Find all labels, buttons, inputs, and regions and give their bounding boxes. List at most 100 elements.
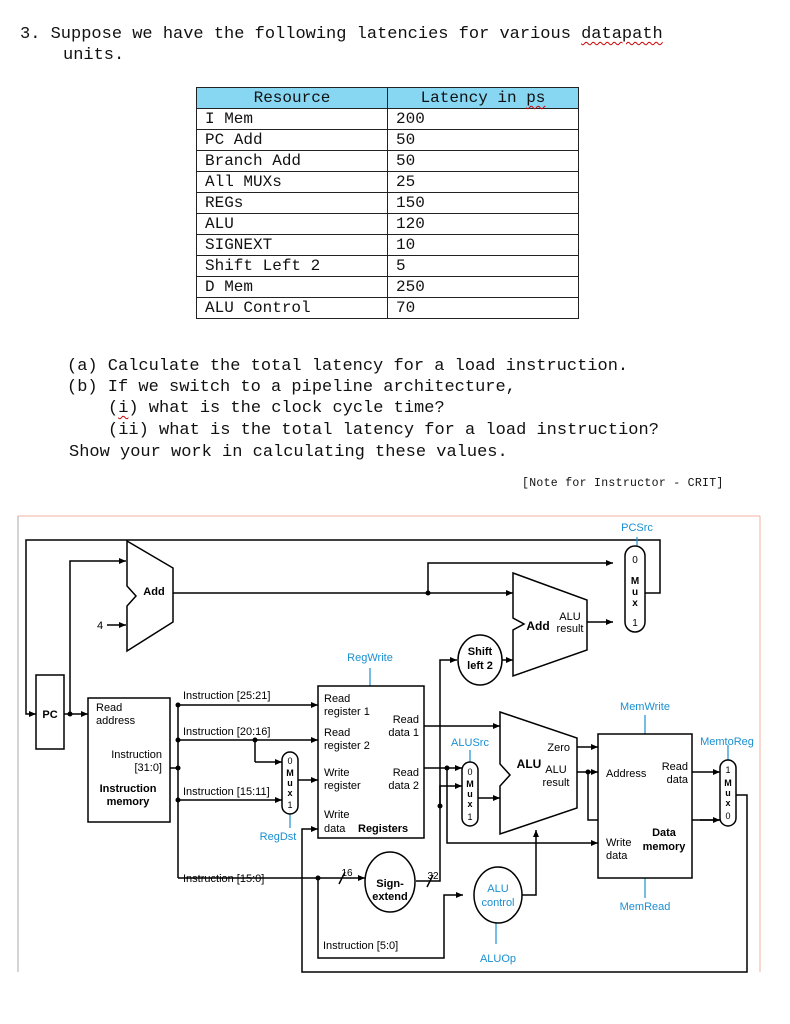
part-b-i: (i) what is the clock cycle time?	[108, 398, 445, 419]
pcsrc-label: PCSrc	[621, 522, 653, 534]
dm-read-1: Read	[662, 761, 688, 773]
pcsrc-mux	[624, 545, 646, 633]
reg-write-data-b: data	[324, 823, 346, 835]
data-memory	[597, 733, 693, 879]
imem-instruction: Instruction	[111, 749, 162, 761]
dm-write-1: Write	[606, 837, 631, 849]
imem-name-2: memory	[107, 796, 151, 808]
alu-result-2: result	[543, 777, 570, 789]
alusrc-label: ALUSrc	[451, 737, 489, 749]
dm-name-1: Data	[652, 827, 677, 839]
memtoreg-mux-0: 0	[725, 811, 730, 821]
main-alu	[499, 710, 578, 836]
resource-cell: Shift Left 2	[196, 255, 388, 277]
bits-16: 16	[341, 868, 353, 879]
branch-adder-alu: ALU	[559, 611, 580, 623]
pcsrc-mux-x: x	[632, 598, 638, 609]
reg-read-reg1-b: register 1	[324, 706, 370, 718]
alu-result-1: ALU	[545, 764, 566, 776]
regdst-mux-1: 1	[287, 800, 292, 810]
memtoreg-mux-x: x	[725, 798, 730, 808]
sign-extend	[364, 851, 416, 913]
bits-32: 32	[427, 871, 439, 882]
pc-label: PC	[42, 709, 57, 721]
regdst-mux	[281, 751, 299, 815]
regdst-mux-x: x	[287, 788, 292, 798]
part-b-i-open: (	[108, 399, 119, 418]
alusrc-mux-1: 1	[467, 812, 472, 822]
memtoreg-mux-m: M	[724, 778, 732, 788]
regwrite-label: RegWrite	[347, 652, 393, 664]
aluop-label: ALUOp	[480, 953, 516, 965]
question-intro-text: Suppose we have the following latencies …	[50, 25, 582, 44]
alusrc-mux-0: 0	[467, 767, 472, 777]
pcsrc-mux-u: u	[632, 587, 638, 598]
resource-cell: All MUXs	[196, 171, 388, 193]
part-b: (b) If we switch to a pipeline architect…	[67, 378, 516, 397]
reg-write-data-a: Write	[324, 809, 349, 821]
pcsrc-mux-m: M	[631, 576, 639, 587]
reg-read-data1-a: Read	[393, 714, 419, 726]
question-number: 3.	[20, 25, 41, 44]
pc-adder-label: Add	[143, 586, 164, 598]
reg-read-reg2-a: Read	[324, 727, 350, 739]
latency-cell: 200	[387, 108, 579, 130]
shift-left-2	[457, 634, 503, 686]
dm-name-2: memory	[643, 841, 687, 853]
instr-5-0: Instruction [5:0]	[323, 940, 398, 952]
alusrc-mux	[461, 761, 479, 827]
registers-name: Registers	[358, 823, 408, 835]
instr-15-0: Instruction [15:0]	[183, 873, 264, 885]
memtoreg-mux	[719, 759, 737, 827]
header-resource: Resource	[196, 87, 388, 109]
latency-cell: 70	[387, 297, 579, 319]
show-work: Show your work in calculating these valu…	[69, 443, 508, 462]
alu-control-1: ALU	[487, 883, 508, 895]
constant-four: 4	[97, 620, 103, 632]
alusrc-mux-m: M	[466, 779, 474, 789]
header-latency-text: Latency in	[420, 89, 527, 107]
latency-cell: 150	[387, 192, 579, 214]
header-latency: Latency in ps	[387, 87, 579, 109]
memwrite-label: MemWrite	[620, 701, 670, 713]
pc-adder	[126, 539, 174, 653]
alu-control-2: control	[481, 897, 514, 909]
question-intro-link: datapath	[581, 25, 663, 44]
memread-label: MemRead	[620, 901, 671, 913]
instr-20-16: Instruction [20:16]	[183, 726, 270, 738]
part-b-i-text: ) what is the clock cycle time?	[128, 399, 445, 418]
regdst-mux-0: 0	[287, 756, 292, 766]
instr-25-21: Instruction [25:21]	[183, 690, 270, 702]
latency-table-header: Resource Latency in ps	[196, 87, 579, 109]
alu-label: ALU	[517, 757, 542, 771]
alusrc-mux-x: x	[467, 799, 472, 809]
memtoreg-mux-1: 1	[725, 765, 730, 775]
resource-cell: ALU	[196, 213, 388, 235]
latency-cell: 250	[387, 276, 579, 298]
reg-read-data2-b: data 2	[388, 780, 419, 792]
shift-label-1: Shift	[468, 646, 493, 658]
imem-bits: [31:0]	[134, 762, 162, 774]
reg-read-reg2-b: register 2	[324, 740, 370, 752]
instructor-note: [Note for Instructor - CRIT]	[522, 477, 724, 490]
branch-adder-result: result	[557, 623, 584, 635]
diagram-frame	[17, 515, 761, 972]
sign-extend-2: extend	[372, 891, 407, 903]
question-intro: 3. Suppose we have the following latenci…	[20, 24, 663, 45]
reg-read-reg1-a: Read	[324, 693, 350, 705]
pc-register	[35, 674, 65, 750]
reg-write-reg-b: register	[324, 780, 361, 792]
branch-adder	[512, 571, 588, 678]
question-intro-line2: units.	[63, 46, 125, 65]
resource-cell: SIGNEXT	[196, 234, 388, 256]
control-wires	[289, 537, 729, 944]
imem-address: address	[96, 715, 136, 727]
